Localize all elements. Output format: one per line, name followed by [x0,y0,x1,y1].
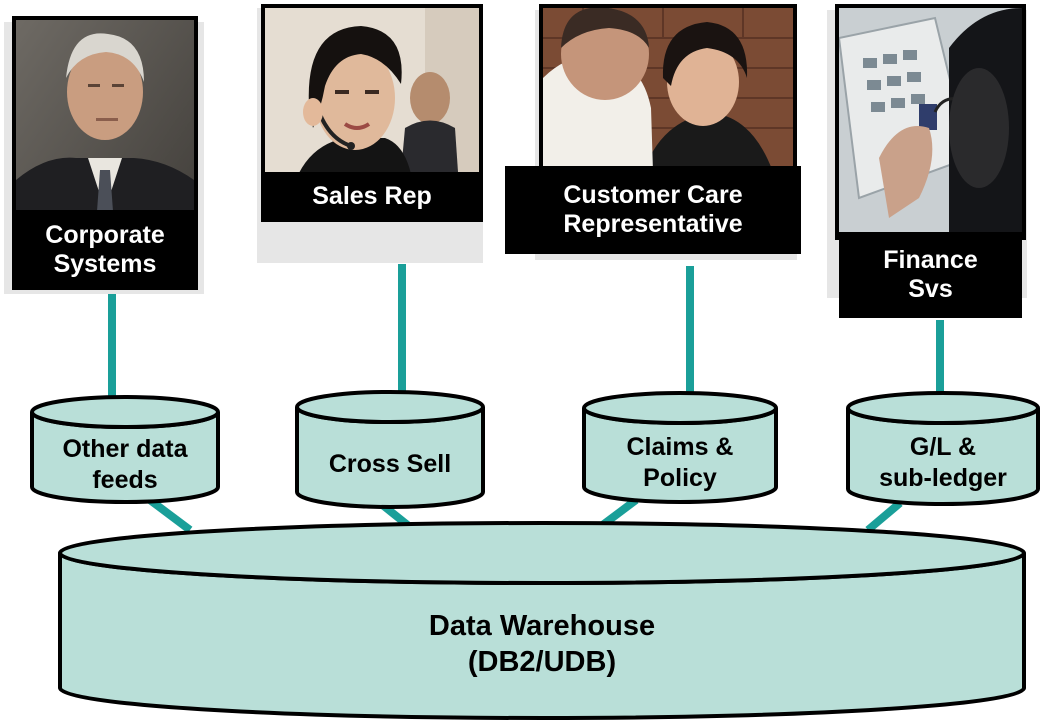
agent-with-customer-image [543,8,793,172]
photo-agent-with-customer [539,4,797,176]
actor-label-corporate-systems: Corporate Systems [12,210,198,290]
database-label-gl-line-2: sub-ledger [879,464,1007,492]
database-label-other-line-2: feeds [92,466,158,494]
data-warehouse-label: Data Warehouse (DB2/UDB) [300,596,784,692]
actor-card-customer-care: Customer Care Representative [505,0,805,265]
database-label-cross-sell: Cross Sell [299,440,481,490]
database-label-gl: G/L & sub-ledger [850,426,1036,500]
actor-label-sales-rep: Sales Rep [261,172,483,222]
calculator-accountant-image [839,8,1022,236]
actor-card-sales-rep: Sales Rep [255,0,490,270]
data-warehouse-label-line-1: Data Warehouse [428,609,656,642]
actor-label-corporate-line-2: Systems [53,250,157,278]
database-label-other: Other data feeds [34,428,216,502]
database-cross-sell [295,390,485,509]
connector-gl-to-warehouse [865,499,903,534]
database-other-data-feeds [30,395,220,504]
database-label-gl-line-1: G/L & [909,432,977,461]
actor-label-finance-line-2: Svs [908,275,953,303]
actor-card-finance: Finance Svs [825,0,1044,325]
database-label-cross-sell-line-1: Cross Sell [328,450,452,479]
actor-label-finance-line-1: Finance [883,245,978,274]
actor-card-corporate-systems: Corporate Systems [0,0,210,300]
actor-label-customer-care-line-1: Customer Care [563,180,743,209]
database-label-claims: Claims & Policy [586,426,774,500]
connector-other-to-warehouse [147,496,193,534]
actor-label-finance: Finance Svs [839,232,1022,318]
actor-label-customer-care-line-2: Representative [563,210,743,238]
actor-label-corporate-line-1: Corporate [45,220,165,249]
actor-label-customer-care: Customer Care Representative [505,166,801,254]
data-warehouse-label-line-2: (DB2/UDB) [467,646,617,678]
database-label-claims-line-2: Policy [643,464,717,492]
database-claims-policy [582,391,778,504]
actor-label-sales-rep-line-1: Sales Rep [312,182,432,211]
photo-calculator-accountant [835,4,1026,240]
database-gl-subledger [846,391,1040,506]
database-label-claims-line-1: Claims & [626,432,734,461]
data-warehouse-top [58,521,1026,585]
database-label-other-line-1: Other data [62,434,188,463]
